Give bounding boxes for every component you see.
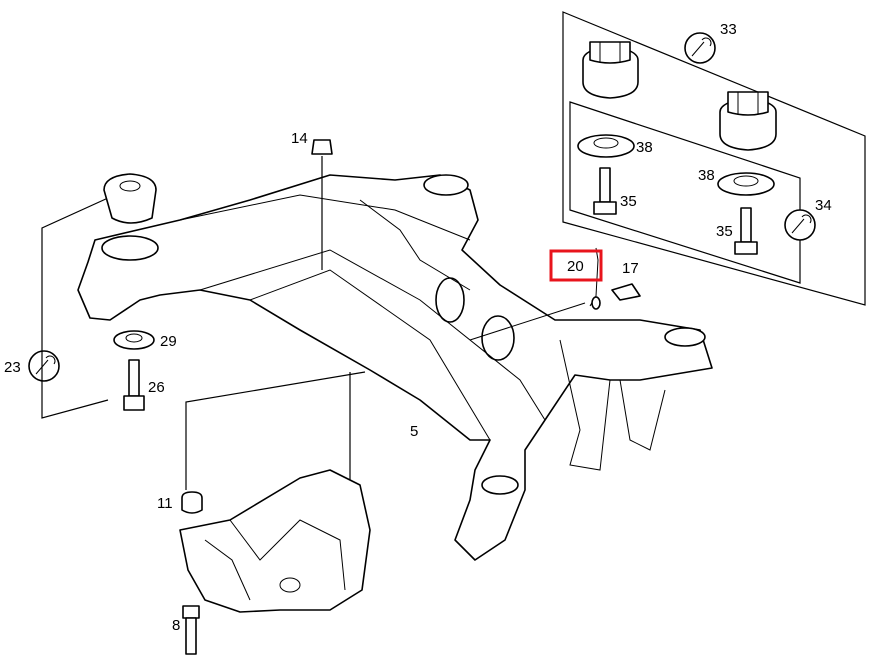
bracket-left [41, 197, 109, 419]
callout-14: 14 [291, 130, 308, 147]
wrench-icon-23 [28, 350, 60, 382]
washer-38-right [717, 172, 775, 196]
callout-35-left: 35 [620, 193, 637, 210]
inset-panel-inner [569, 101, 801, 284]
rubber-mount-lower [719, 91, 777, 151]
bolt-8 [182, 605, 200, 655]
washer-38-left [577, 134, 635, 158]
callout-35-right: 35 [716, 223, 733, 240]
rear-subframe [77, 174, 713, 561]
callout-17: 17 [622, 260, 639, 277]
wrench-icon-33 [684, 32, 716, 64]
callout-34: 34 [815, 197, 832, 214]
callout-8: 8 [172, 617, 180, 634]
nut-14 [311, 139, 333, 270]
highlight-box-20 [549, 249, 603, 282]
bolt-35-right [734, 207, 758, 255]
callout-11: 11 [157, 495, 173, 512]
rubber-mount-23 [103, 173, 157, 224]
differential-housing [179, 469, 371, 613]
callout-33: 33 [720, 21, 737, 38]
bolt-35-left [593, 167, 617, 215]
rubber-mount-upper [582, 41, 639, 99]
bolt-17 [611, 283, 641, 301]
callout-38-right: 38 [698, 167, 715, 184]
callout-5: 5 [410, 423, 418, 440]
wrench-icon-34 [784, 209, 816, 241]
leader-20 [469, 247, 601, 341]
callout-38-left: 38 [636, 139, 653, 156]
bushing-11 [181, 491, 203, 514]
callout-20[interactable]: 20 [567, 258, 584, 275]
leader-5-11 [185, 371, 366, 490]
callout-29: 29 [160, 333, 177, 350]
washer-29 [113, 330, 155, 350]
callout-26: 26 [148, 379, 165, 396]
bolt-26 [123, 359, 145, 411]
callout-23: 23 [4, 359, 21, 376]
